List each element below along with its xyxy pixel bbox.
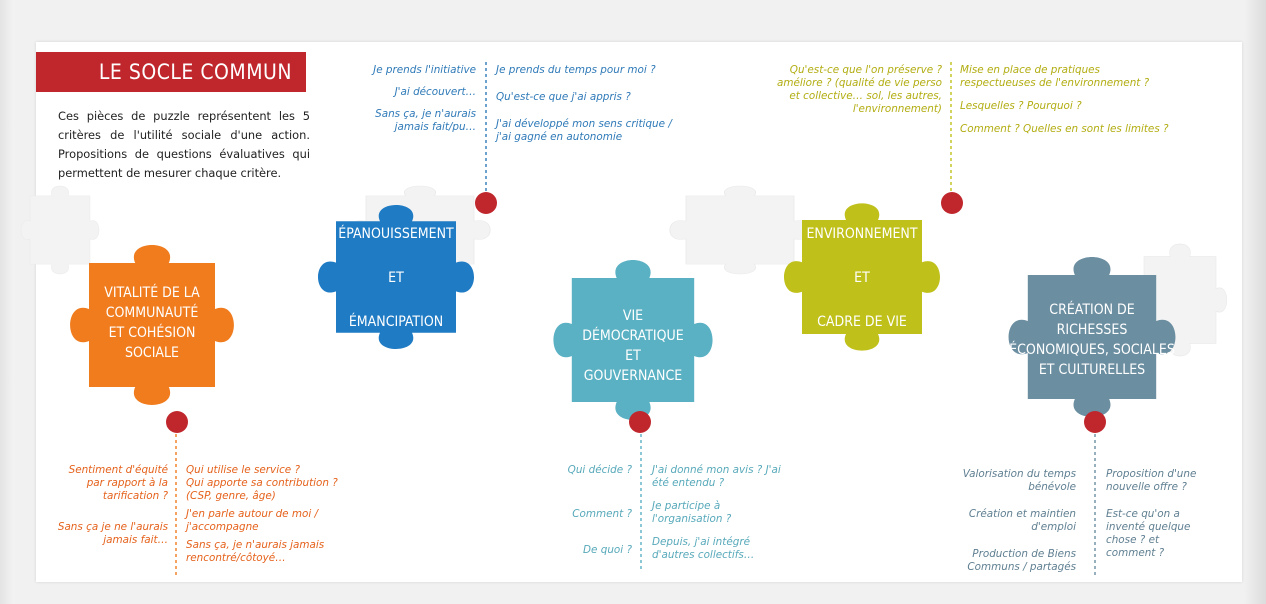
title-banner: LE SOCLE COMMUN xyxy=(36,52,306,92)
label-line: ET CULTURELLES xyxy=(1038,362,1146,378)
intro-text: Ces pièces de puzzle représentent les 5 … xyxy=(58,109,310,180)
label-line: ET xyxy=(388,270,404,286)
question: Qui décide ? xyxy=(567,464,632,476)
question: Depuis, j'ai intégré d'autres collectifs… xyxy=(652,536,755,561)
question: J'en parle autour de moi / j'accompagne xyxy=(186,508,319,533)
question: Création et maintien d'emploi xyxy=(968,508,1076,533)
label-line: ET xyxy=(854,270,870,286)
connector-lines xyxy=(175,62,1096,575)
questions-vie-right: J'ai donné mon avis ? J'ai été entendu ?… xyxy=(652,464,784,562)
question: Lesquelles ? Pourquoi ? xyxy=(960,100,1082,112)
question: Sans ça je ne l'aurais jamais fait… xyxy=(57,521,168,546)
dot-environnement xyxy=(941,192,963,214)
label-line: GOUVERNANCE xyxy=(583,368,683,384)
label-line: CADRE DE VIE xyxy=(817,314,907,330)
question: Qui apporte sa contribution ? (CSP, genr… xyxy=(186,477,338,502)
label-creation: CRÉATION DE RICHESSES ÉCONOMIQUES, SOCIA… xyxy=(1002,300,1182,380)
label-line: RICHESSES xyxy=(1056,322,1128,338)
dot-epanouissement xyxy=(475,192,497,214)
label-vitalite: VITALITÉ DE LA COMMUNAUTÉ ET COHÉSION SO… xyxy=(72,283,232,363)
question: J'ai donné mon avis ? J'ai été entendu ? xyxy=(652,464,781,489)
question: Qu'est-ce que j'ai appris ? xyxy=(496,91,631,103)
dot-creation xyxy=(1084,411,1106,433)
red-dots xyxy=(166,192,1106,433)
label-line: DÉMOCRATIQUE xyxy=(582,328,684,344)
questions-epanouissement-left: Je prends l'initiative J'ai découvert… S… xyxy=(350,64,476,134)
label-line: ÉMANCIPATION xyxy=(348,314,444,330)
label-line: ENVIRONNEMENT xyxy=(806,226,918,242)
question: Sans ça, je n'aurais jamais fait/pu… xyxy=(375,108,476,133)
question: Mise en place de pratiques respectueuses… xyxy=(960,64,1150,89)
page-edge-left xyxy=(0,0,14,604)
label-epanouissement: ÉPANOUISSEMENT ET ÉMANCIPATION xyxy=(312,223,480,333)
questions-vie-left: Qui décide ? Comment ? De quoi ? xyxy=(548,464,632,557)
label-environnement: ENVIRONNEMENT ET CADRE DE VIE xyxy=(778,223,946,333)
label-line: VITALITÉ DE LA xyxy=(104,285,200,301)
question: Valorisation du temps bénévole xyxy=(962,468,1076,493)
question: Est-ce qu'on a inventé quelque chose ? e… xyxy=(1106,508,1191,559)
page-edge-right xyxy=(1244,0,1266,604)
question: J'ai découvert… xyxy=(394,86,476,98)
label-line: ÉCONOMIQUES, SOCIALES xyxy=(1009,342,1175,358)
question: Proposition d'une nouvelle offre ? xyxy=(1106,468,1197,493)
question: Sans ça, je n'aurais jamais rencontré/cô… xyxy=(186,539,325,564)
page-title: LE SOCLE COMMUN xyxy=(98,60,292,84)
label-line: ET xyxy=(625,348,641,364)
question: Sentiment d'équité par rapport à la tari… xyxy=(68,464,168,502)
label-line: CRÉATION DE xyxy=(1049,302,1135,318)
question: Comment ? xyxy=(572,508,632,520)
label-vie-democratique: VIE DÉMOCRATIQUE ET GOUVERNANCE xyxy=(553,306,713,386)
questions-epanouissement-right: Je prends du temps pour moi ? Qu'est-ce … xyxy=(496,64,682,144)
questions-creation-left: Valorisation du temps bénévole Création … xyxy=(946,468,1076,574)
question: Je prends l'initiative xyxy=(373,64,476,76)
question: J'ai développé mon sens critique / j'ai … xyxy=(496,118,672,143)
question: Qu'est-ce que l'on préserve ? améliore ?… xyxy=(777,64,942,115)
label-line: VIE xyxy=(622,308,644,324)
label-line: ÉPANOUISSEMENT xyxy=(338,226,454,242)
question: Je participe à l'organisation ? xyxy=(652,500,732,525)
question: Je prends du temps pour moi ? xyxy=(496,64,656,76)
label-line: SOCIALE xyxy=(124,345,179,361)
dot-vie xyxy=(629,411,651,433)
questions-vitalite-right: Qui utilise le service ? Qui apporte sa … xyxy=(186,464,366,565)
dot-vitalite xyxy=(166,411,188,433)
questions-vitalite-left: Sentiment d'équité par rapport à la tari… xyxy=(56,464,168,547)
questions-creation-right: Proposition d'une nouvelle offre ? Est-c… xyxy=(1106,468,1210,560)
questions-environnement-right: Mise en place de pratiques respectueuses… xyxy=(960,64,1176,136)
questions-environnement-left: Qu'est-ce que l'on préserve ? améliore ?… xyxy=(770,64,942,116)
label-line: ET COHÉSION xyxy=(108,325,196,341)
ghost-piece-4 xyxy=(20,185,100,275)
question: Production de Biens Communs / partagés xyxy=(967,548,1076,573)
question: Qui utilise le service ? xyxy=(186,464,301,476)
question: Comment ? Quelles en sont les limites ? xyxy=(960,123,1169,135)
label-line: COMMUNAUTÉ xyxy=(105,305,199,321)
question: De quoi ? xyxy=(583,544,632,556)
